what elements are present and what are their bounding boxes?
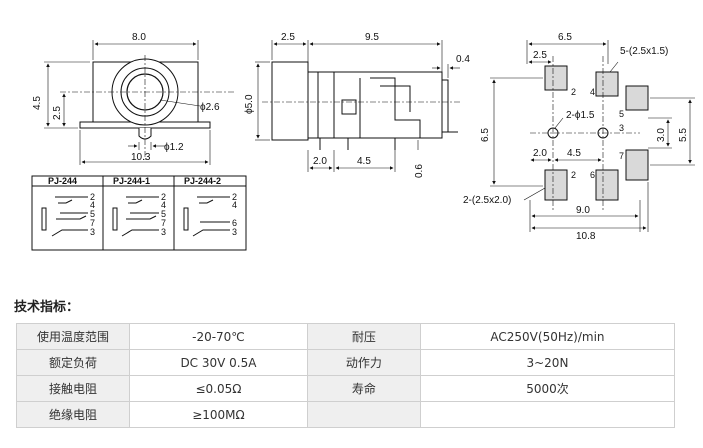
front-view <box>44 40 235 165</box>
pcb-dim-pads: 5-(2.5x1.5) <box>620 46 668 57</box>
pcb-pin-7: 7 <box>619 151 624 161</box>
sch-pins-col3: 2 4 6 3 <box>232 192 237 237</box>
spec-label: 寿命 <box>306 375 421 402</box>
sch-pins-col2: 2 4 5 7 3 <box>161 192 166 237</box>
spec-label: 接触电阻 <box>16 375 130 402</box>
pad <box>544 65 568 91</box>
spec-table: 使用温度范围 -20-70℃ 耐压 AC250V(50Hz)/min 额定负荷 … <box>16 323 676 428</box>
pcb-view <box>490 40 695 232</box>
pcb-pin-6: 6 <box>590 170 595 180</box>
spec-label: 绝缘电阻 <box>16 401 130 428</box>
spec-label: 使用温度范围 <box>16 323 130 350</box>
spec-value: -20-70℃ <box>129 323 308 350</box>
dim-e: 2.0 <box>313 156 327 167</box>
spec-value: 3~20N <box>419 349 676 376</box>
pcb-dim-inner1: 2.0 <box>533 148 547 159</box>
pad <box>625 85 649 111</box>
spec-value <box>419 401 676 428</box>
pcb-pin-2: 2 <box>571 87 576 97</box>
spec-label: 耐压 <box>306 323 421 350</box>
table-row: 接触电阻 ≤0.05Ω 寿命 5000次 <box>16 375 676 402</box>
sch-pins-col1: 2 4 5 7 3 <box>90 192 95 237</box>
pcb-dim-inner2: 4.5 <box>567 148 581 159</box>
sch-pin: 7 <box>161 218 166 228</box>
table-row: 额定负荷 DC 30V 0.5A 动作力 3~20N <box>16 349 676 376</box>
spec-label: 动作力 <box>306 349 421 376</box>
dim-hole: ϕ2.6 <box>200 102 220 113</box>
sch-pin: 4 <box>161 200 166 210</box>
side-view <box>255 40 460 172</box>
spec-value: DC 30V 0.5A <box>129 349 308 376</box>
sch-pin: 7 <box>90 218 95 228</box>
sch-pin: 3 <box>90 227 95 237</box>
sch-head-2: PJ-244-1 <box>113 176 150 186</box>
pad <box>544 169 568 201</box>
sch-pin: 5 <box>90 209 95 219</box>
dim-a: 2.5 <box>281 32 295 43</box>
sch-head-1: PJ-244 <box>48 176 77 186</box>
dim-c: 0.4 <box>456 54 470 65</box>
pcb-dim-holes: 2-ϕ1.5 <box>566 110 595 121</box>
dim-pin: ϕ1.2 <box>164 142 184 153</box>
spec-value: 5000次 <box>419 375 676 402</box>
pcb-dim-bottom-pads: 2-(2.5x2.0) <box>463 195 511 206</box>
table-row: 绝缘电阻 ≥100MΩ <box>16 401 676 428</box>
spec-label <box>306 401 421 428</box>
schematic-table <box>31 175 247 251</box>
sch-pin: 3 <box>161 227 166 237</box>
pad <box>625 149 649 181</box>
spec-value: AC250V(50Hz)/min <box>419 323 676 350</box>
technical-drawing: 8.0 4.5 2.5 ϕ2.6 ϕ1.2 10.3 <box>31 32 695 251</box>
dim-f: 4.5 <box>357 156 371 167</box>
pcb-pin-5: 5 <box>619 109 624 119</box>
pad <box>595 169 619 201</box>
table-row: 使用温度范围 -20-70℃ 耐压 AC250V(50Hz)/min <box>16 323 676 350</box>
sch-pin: 4 <box>90 200 95 210</box>
sch-head-3: PJ-244-2 <box>184 176 221 186</box>
pad <box>595 71 619 97</box>
pcb-dim-left: 6.5 <box>480 128 491 142</box>
pcb-dim-w2: 10.8 <box>576 231 596 242</box>
spec-value: ≤0.05Ω <box>129 375 308 402</box>
sch-pin: 6 <box>232 218 237 228</box>
dim-g: 0.6 <box>414 164 425 178</box>
dim-b: 9.5 <box>365 32 379 43</box>
pcb-dim-r1: 3.0 <box>656 128 667 142</box>
dim-height: 4.5 <box>32 96 43 110</box>
pcb-dim-r2: 5.5 <box>678 128 689 142</box>
sch-pin: 2 <box>232 192 237 202</box>
spec-title: 技术指标： <box>14 300 80 315</box>
pcb-dim-w1: 9.0 <box>576 205 590 216</box>
pcb-dim-top-left: 2.5 <box>533 50 547 61</box>
dim-base: 10.3 <box>131 152 151 163</box>
sch-pin: 2 <box>90 192 95 202</box>
sch-pin: 2 <box>161 192 166 202</box>
spec-value: ≥100MΩ <box>129 401 308 428</box>
pcb-pin-4: 4 <box>590 87 595 97</box>
pcb-pin-3: 3 <box>619 123 624 133</box>
dim-height2: 2.5 <box>52 106 63 120</box>
sch-pin: 3 <box>232 227 237 237</box>
dim-d: ϕ5.0 <box>244 94 255 114</box>
sch-pin: 4 <box>232 200 237 210</box>
pcb-pin-2b: 2 <box>571 170 576 180</box>
spec-label: 额定负荷 <box>16 349 130 376</box>
pcb-dim-top: 6.5 <box>558 32 572 43</box>
dim-width: 8.0 <box>132 32 146 43</box>
sch-pin: 5 <box>161 209 166 219</box>
